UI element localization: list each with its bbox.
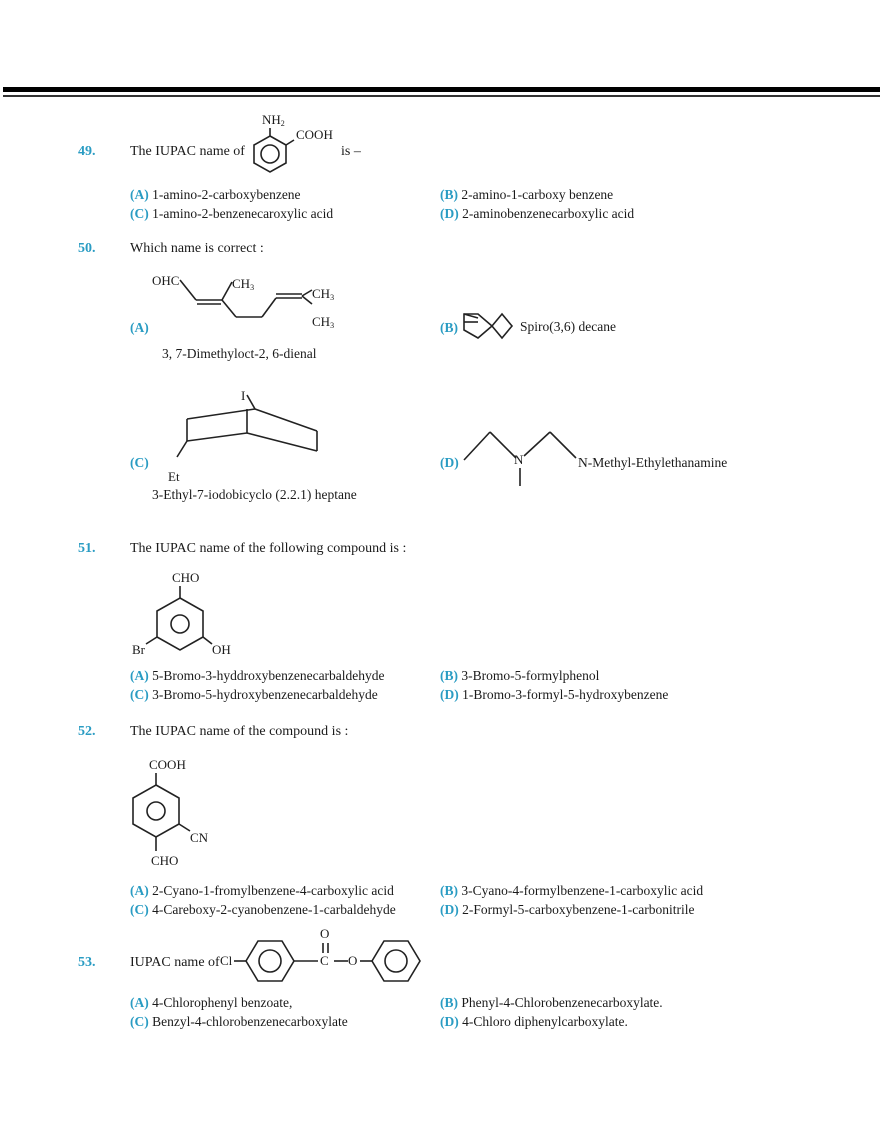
- ch3-label: CH3: [312, 286, 335, 302]
- question-text: Which name is correct :: [130, 241, 264, 256]
- question-text-suffix: is –: [341, 144, 361, 159]
- nitrogen-label: N: [514, 452, 524, 467]
- spiro-structure-icon: [463, 312, 514, 340]
- ch3-label: CH3: [232, 276, 255, 292]
- option-b[interactable]: (B) Phenyl-4-Chlorobenzenecarboxylate.: [440, 995, 663, 1010]
- iodo-label: I: [241, 388, 246, 403]
- question-number: 49.: [78, 144, 96, 159]
- cn-label: CN: [190, 830, 209, 845]
- header-rule-thin: [3, 95, 880, 97]
- option-d-name: N-Methyl-Ethylethanamine: [578, 455, 728, 470]
- option-a[interactable]: (A) 5-Bromo-3-hyddroxybenzenecarbaldehyd…: [130, 668, 385, 683]
- cooh-label: COOH: [296, 127, 333, 142]
- question-text: IUPAC name of: [130, 955, 220, 970]
- option-c[interactable]: (C) 1-amino-2-benzenecaroxylic acid: [130, 206, 334, 221]
- cho-label: CHO: [151, 853, 179, 868]
- option-a[interactable]: (A) 2-Cyano-1-fromylbenzene-4-carboxylic…: [130, 883, 394, 898]
- option-d[interactable]: (D) 1-Bromo-3-formyl-5-hydroxybenzene: [440, 687, 669, 702]
- question-number: 51.: [78, 541, 96, 556]
- question-number: 52.: [78, 724, 96, 739]
- dienal-structure-icon: [179, 279, 313, 318]
- option-c[interactable]: (C) 4-Careboxy-2-cyanobenzene-1-carbalde…: [130, 902, 396, 917]
- nh2-label: NH2: [262, 112, 285, 128]
- option-b[interactable]: (B) 3-Cyano-4-formylbenzene-1-carboxylic…: [440, 883, 704, 898]
- ester-oxygen-label: O: [348, 953, 358, 968]
- cooh-label: COOH: [149, 757, 186, 772]
- bicycloheptane-structure-icon: [176, 394, 318, 458]
- option-c[interactable]: (C) Benzyl-4-chlorobenzenecarboxylate: [130, 1014, 348, 1029]
- oh-label: OH: [212, 642, 231, 657]
- benzene-ring-icon: [253, 128, 295, 173]
- question-text: The IUPAC name of the following compound…: [130, 541, 407, 556]
- option-d[interactable]: (D) 2-aminobenzenecarboxylic acid: [440, 206, 635, 221]
- question-text: The IUPAC name of the compound is :: [130, 724, 349, 739]
- cho-label: CHO: [172, 570, 200, 585]
- option-b-name: Spiro(3,6) decane: [520, 319, 616, 334]
- cl-label: Cl: [220, 953, 233, 968]
- option-b[interactable]: (B) 2-amino-1-carboxy benzene: [440, 187, 614, 202]
- ester-structure-icon: [234, 940, 421, 982]
- br-label: Br: [132, 642, 145, 657]
- option-a[interactable]: (A) 4-Chlorophenyl benzoate,: [130, 995, 293, 1010]
- header-rule-thick: [3, 87, 880, 92]
- question-text: The IUPAC name of: [130, 144, 245, 159]
- option-c[interactable]: (C) 3-Bromo-5-hydroxybenzenecarbaldehyde: [130, 687, 378, 702]
- carbon-label: C: [320, 953, 329, 968]
- option-d[interactable]: (D) 2-Formyl-5-carboxybenzene-1-carbonit…: [440, 902, 695, 917]
- option-a[interactable]: (A) 1-amino-2-carboxybenzene: [130, 187, 301, 202]
- ohc-label: OHC: [152, 273, 180, 288]
- ethyl-label: Et: [168, 469, 180, 484]
- carbonyl-oxygen-label: O: [320, 926, 330, 941]
- benzene-ring-icon: [132, 773, 191, 851]
- question-number: 50.: [78, 241, 96, 256]
- option-a-name: 3, 7-Dimethyloct-2, 6-dienal: [162, 346, 317, 361]
- option-d[interactable]: (D) 4-Chloro diphenylcarboxylate.: [440, 1014, 628, 1029]
- question-number: 53.: [78, 955, 96, 970]
- ch3-label: CH3: [312, 314, 335, 330]
- amine-structure-icon: [463, 431, 577, 486]
- option-b[interactable]: (B) 3-Bromo-5-formylphenol: [440, 668, 600, 683]
- benzene-ring-icon: [145, 586, 213, 651]
- option-c-name: 3-Ethyl-7-iodobicyclo (2.2.1) heptane: [152, 487, 357, 502]
